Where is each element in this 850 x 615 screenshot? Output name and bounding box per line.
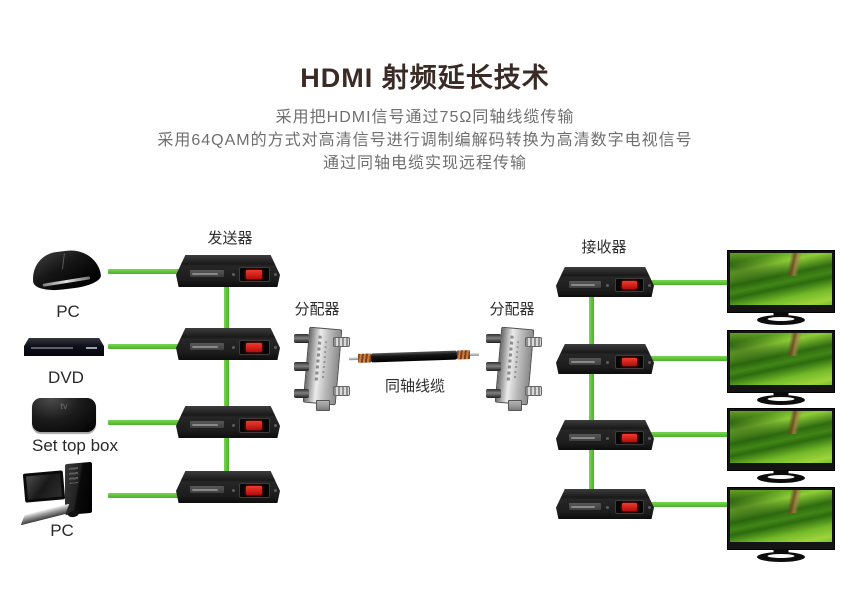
coax-cable-label: 同轴线缆 bbox=[384, 378, 445, 395]
tv-screen bbox=[730, 333, 832, 385]
receiver-box-2 bbox=[556, 344, 654, 374]
tv-stand-neck bbox=[773, 470, 789, 474]
tv-display-3 bbox=[727, 408, 835, 484]
receiver-label-strip bbox=[568, 281, 602, 288]
coax-pin bbox=[348, 356, 359, 360]
tv-display-4 bbox=[727, 487, 835, 563]
splitter-port-icon bbox=[294, 389, 309, 398]
pc-tower bbox=[65, 461, 92, 516]
transmitter-box-4 bbox=[176, 471, 280, 503]
source-label-dvd: DVD bbox=[48, 368, 84, 387]
tv-stand-neck bbox=[773, 392, 789, 396]
coax-crimp bbox=[357, 353, 372, 363]
splitter-mount-tab bbox=[508, 400, 522, 411]
splitter-mount-tab bbox=[316, 400, 330, 411]
tv-stand-base bbox=[757, 315, 805, 325]
splitter-port-icon bbox=[333, 386, 350, 396]
transmitter-box-2 bbox=[176, 328, 280, 360]
splitter-port-icon bbox=[333, 337, 350, 347]
page-title: HDMI 射频延长技术 bbox=[300, 63, 550, 93]
led-display bbox=[614, 277, 652, 293]
transmitter-label-strip bbox=[189, 486, 224, 494]
splitter-left-icon bbox=[294, 326, 350, 411]
transmitter-box-3 bbox=[176, 406, 280, 438]
splitter-port-icon bbox=[525, 337, 542, 347]
coax-pin bbox=[469, 352, 480, 356]
transmitter-label-strip bbox=[189, 270, 224, 278]
led-display bbox=[614, 354, 652, 370]
led-display bbox=[238, 339, 277, 355]
connection-line-source-2 bbox=[108, 344, 180, 349]
receiver-label-strip bbox=[568, 434, 602, 441]
pc-monitor bbox=[22, 470, 66, 503]
connection-line-source-3 bbox=[108, 420, 180, 425]
led-display bbox=[614, 499, 652, 515]
tv-stand-neck bbox=[773, 549, 789, 553]
connection-line-source-1 bbox=[108, 269, 180, 274]
game-console-body bbox=[29, 246, 103, 294]
source-label-pc-2: PC bbox=[50, 521, 74, 540]
set-top-box-body: tv bbox=[32, 398, 96, 432]
receiver-box-3 bbox=[556, 420, 654, 450]
tv-bezel bbox=[727, 408, 835, 471]
source-label-pc-1: PC bbox=[56, 302, 80, 321]
splitter-port-icon bbox=[486, 389, 501, 398]
splitter-port-icon bbox=[525, 386, 542, 396]
splitter-right-icon bbox=[486, 326, 542, 411]
coax-cable-icon bbox=[348, 348, 480, 365]
connection-line-source-4 bbox=[108, 493, 180, 498]
tv-bezel bbox=[727, 487, 835, 550]
splitter-port-icon bbox=[294, 362, 309, 371]
desktop-pc-icon bbox=[20, 461, 100, 526]
set-top-box-logo: tv bbox=[60, 401, 68, 411]
connection-line-tv-4 bbox=[648, 502, 730, 507]
game-console-icon bbox=[28, 246, 106, 298]
tv-stand-base bbox=[757, 395, 805, 405]
splitter-port-icon bbox=[294, 334, 309, 343]
receiver-label: 接收器 bbox=[581, 239, 627, 256]
tv-stand-base bbox=[757, 552, 805, 562]
transmitter-label: 发送器 bbox=[207, 230, 253, 247]
set-top-box-icon: tv bbox=[32, 398, 98, 436]
led-display bbox=[238, 266, 277, 282]
transmitter-bus-line bbox=[224, 270, 229, 490]
coax-body bbox=[370, 350, 458, 362]
tv-stand-base bbox=[757, 473, 805, 483]
splitter-left-label: 分配器 bbox=[294, 301, 340, 318]
led-display bbox=[238, 482, 277, 498]
receiver-label-strip bbox=[568, 358, 602, 365]
coax-crimp bbox=[456, 349, 471, 359]
receiver-bus-line bbox=[589, 283, 594, 505]
subtitle-line-2: 采用64QAM的方式对高清信号进行调制编解码转换为高清数字电视信号 bbox=[157, 132, 693, 149]
receiver-box-4 bbox=[556, 489, 654, 519]
tv-stand-neck bbox=[773, 312, 789, 316]
source-label-set-top-box: Set top box bbox=[31, 436, 118, 455]
receiver-label-strip bbox=[568, 503, 602, 510]
transmitter-label-strip bbox=[189, 421, 224, 429]
transmitter-label-strip bbox=[189, 343, 224, 351]
subtitle-line-1: 采用把HDMI信号通过75Ω同轴线缆传输 bbox=[275, 109, 575, 126]
dvd-player-icon bbox=[24, 334, 104, 360]
connection-line-tv-3 bbox=[648, 432, 730, 437]
tv-screen bbox=[730, 490, 832, 542]
tv-screen bbox=[730, 411, 832, 463]
receiver-box-1 bbox=[556, 267, 654, 297]
dvd-player-body bbox=[24, 338, 104, 356]
led-display bbox=[614, 430, 652, 446]
splitter-port-icon bbox=[486, 362, 501, 371]
subtitle-line-3: 通过同轴电缆实现远程传输 bbox=[322, 155, 527, 172]
tv-display-2 bbox=[727, 330, 835, 406]
led-display bbox=[238, 417, 277, 433]
transmitter-box-1 bbox=[176, 255, 280, 287]
splitter-right-label: 分配器 bbox=[489, 301, 535, 318]
splitter-port-icon bbox=[486, 334, 501, 343]
tv-screen bbox=[730, 253, 832, 305]
pc-mouse bbox=[67, 510, 80, 518]
subtitle-block: 采用把HDMI信号通过75Ω同轴线缆传输 采用64QAM的方式对高清信号进行调制… bbox=[0, 106, 850, 175]
tv-display-1 bbox=[727, 250, 835, 326]
connection-line-tv-2 bbox=[648, 356, 730, 361]
connection-line-tv-1 bbox=[648, 280, 730, 285]
tv-bezel bbox=[727, 330, 835, 393]
tv-bezel bbox=[727, 250, 835, 313]
